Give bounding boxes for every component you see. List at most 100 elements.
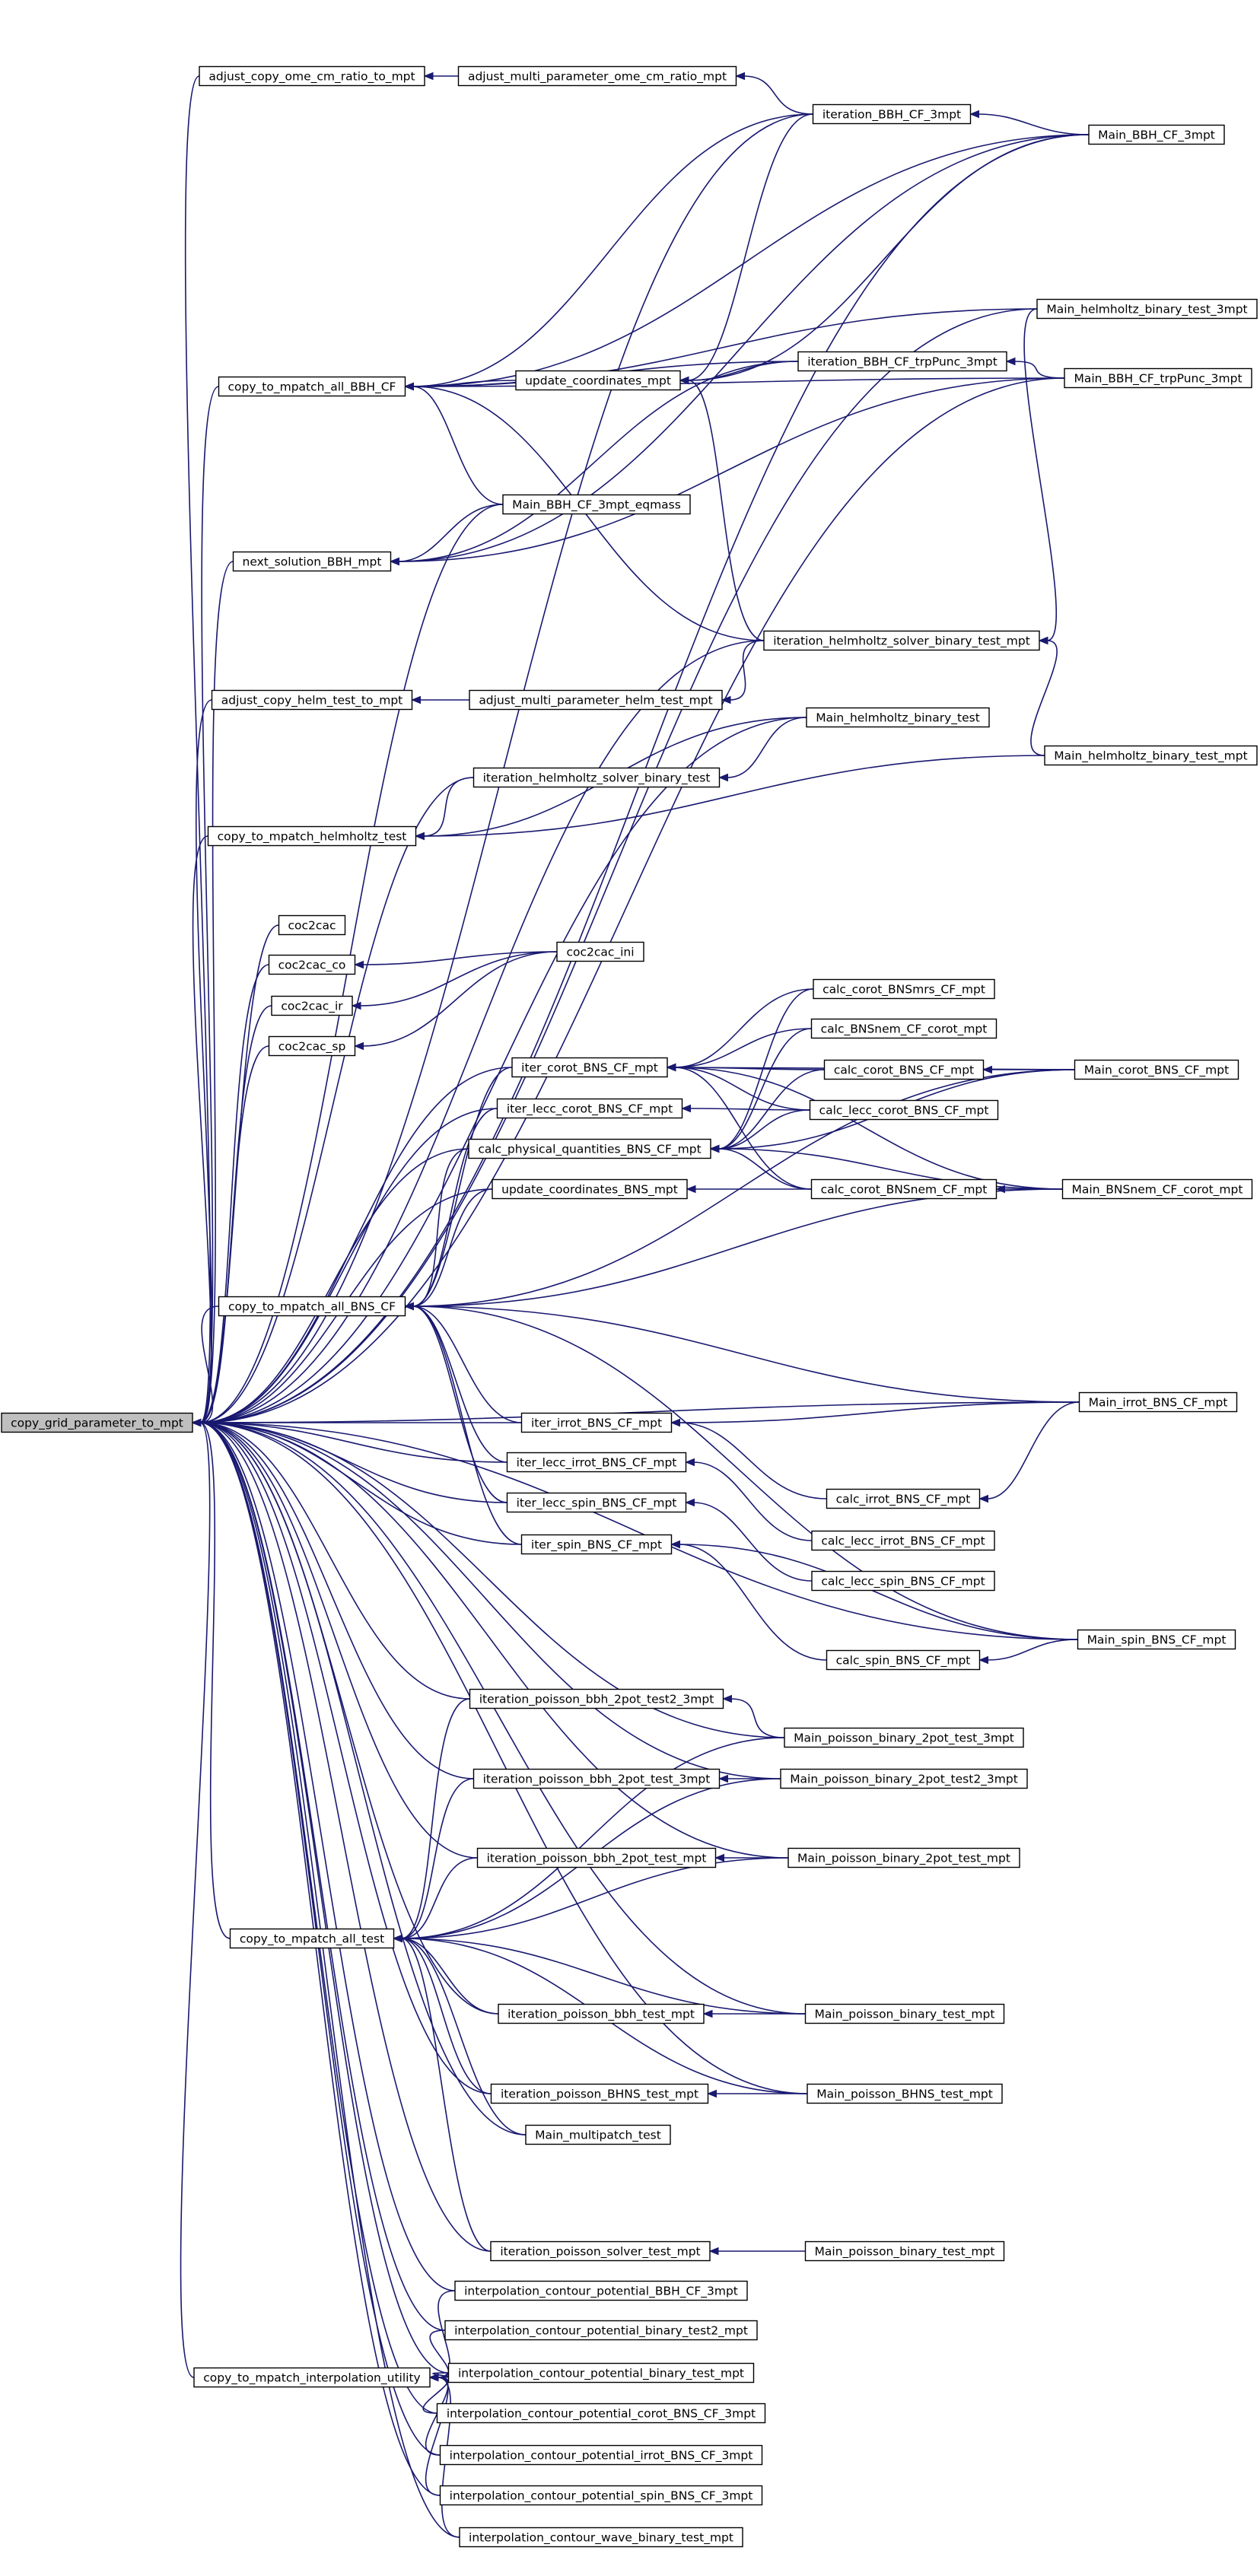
node-main-poisson-binary-2pot-test-mpt[interactable]: Main_poisson_binary_2pot_test_mpt: [788, 1847, 1020, 1868]
call-edge: [679, 1544, 1078, 1640]
node-copy-to-mpatch-all-bbh-cf[interactable]: copy_to_mpatch_all_BBH_CF: [218, 376, 406, 397]
call-edge: [199, 1422, 460, 2538]
node-label: Main_poisson_binary_2pot_test_mpt: [797, 1852, 1010, 1866]
call-edge: [362, 951, 558, 1047]
node-coc2cac-ini[interactable]: coc2cac_ini: [556, 941, 644, 962]
call-edge: [199, 377, 1065, 1423]
node-iter-irrot-bns-cf-mpt[interactable]: iter_irrot_BNS_CF_mpt: [520, 1412, 673, 1433]
node-interpolation-contour-potential-irrot-bns-cf-3mpt[interactable]: interpolation_contour_potential_irrot_BN…: [439, 2444, 763, 2466]
node-main-poisson-binary-test-mpt[interactable]: Main_poisson_binary_test_mpt: [804, 2003, 1005, 2024]
node-interpolation-contour-potential-binary-test2-mpt[interactable]: interpolation_contour_potential_binary_t…: [444, 2320, 758, 2341]
node-iteration-poisson-bbh-2pot-test2-3mpt[interactable]: iteration_poisson_bbh_2pot_test2_3mpt: [469, 1688, 724, 1709]
node-iter-lecc-spin-bns-cf-mpt[interactable]: iter_lecc_spin_BNS_CF_mpt: [506, 1492, 687, 1513]
node-iteration-bbh-cf-trppunc-3mpt[interactable]: iteration_BBH_CF_trpPunc_3mpt: [797, 351, 1007, 372]
node-iteration-helmholtz-solver-binary-test[interactable]: iteration_helmholtz_solver_binary_test: [473, 767, 721, 788]
node-main-bnsnem-cf-corot-mpt[interactable]: Main_BNSnem_CF_corot_mpt: [1061, 1178, 1253, 1200]
node-main-spin-bns-cf-mpt[interactable]: Main_spin_BNS_CF_mpt: [1077, 1629, 1236, 1650]
node-iteration-bbh-cf-3mpt[interactable]: iteration_BBH_CF_3mpt: [812, 103, 972, 125]
node-calc-corot-bnsnem-cf-mpt[interactable]: calc_corot_BNSnem_CF_mpt: [810, 1178, 998, 1200]
node-calc-physical-quantities-bns-cf-mpt[interactable]: calc_physical_quantities_BNS_CF_mpt: [468, 1138, 711, 1159]
node-calc-irrot-bns-cf-mpt[interactable]: calc_irrot_BNS_CF_mpt: [826, 1488, 981, 1509]
node-main-poisson-bhns-test-mpt[interactable]: Main_poisson_BHNS_test_mpt: [807, 2083, 1003, 2104]
node-adjust-copy-ome-cm-ratio-to-mpt[interactable]: adjust_copy_ome_cm_ratio_to_mpt: [199, 65, 425, 87]
node-label: next_solution_BBH_mpt: [243, 555, 382, 570]
node-copy-to-mpatch-all-bns-cf[interactable]: copy_to_mpatch_all_BNS_CF: [218, 1296, 406, 1317]
node-iteration-poisson-bhns-test-mpt[interactable]: iteration_poisson_BHNS_test_mpt: [490, 2083, 709, 2104]
node-update-coordinates-bns-mpt[interactable]: update_coordinates_BNS_mpt: [492, 1178, 688, 1200]
node-main-bbh-cf-3mpt[interactable]: Main_BBH_CF_3mpt: [1088, 124, 1225, 145]
arrow-head: [982, 1065, 992, 1074]
call-edge: [199, 1422, 785, 1738]
call-edge: [359, 951, 558, 1007]
node-coc2cac-ir[interactable]: coc2cac_ir: [271, 995, 353, 1016]
node-interpolation-contour-potential-spin-bns-cf-3mpt[interactable]: interpolation_contour_potential_spin_BNS…: [439, 2485, 763, 2506]
node-calc-corot-bns-cf-mpt[interactable]: calc_corot_BNS_CF_mpt: [823, 1059, 985, 1080]
arrow-head: [735, 72, 745, 81]
node-interpolation-contour-potential-corot-bns-cf-3mpt[interactable]: interpolation_contour_potential_corot_BN…: [436, 2403, 766, 2424]
arrow-head: [404, 1302, 414, 1311]
node-iter-lecc-corot-bns-cf-mpt[interactable]: iter_lecc_corot_BNS_CF_mpt: [496, 1098, 683, 1119]
call-edge: [679, 1401, 1080, 1423]
node-iteration-poisson-bbh-2pot-test-3mpt[interactable]: iteration_poisson_bbh_2pot_test_3mpt: [473, 1768, 721, 1789]
node-main-poisson-binary-test-mpt[interactable]: Main_poisson_binary_test_mpt: [804, 2240, 1005, 2262]
node-box: [473, 767, 721, 788]
node-box: [457, 65, 737, 87]
node-main-bbh-cf-trppunc-3mpt[interactable]: Main_BBH_CF_trpPunc_3mpt: [1064, 367, 1252, 389]
node-main-poisson-binary-2pot-test2-3mpt[interactable]: Main_poisson_binary_2pot_test2_3mpt: [780, 1768, 1028, 1789]
node-main-helmholtz-binary-test[interactable]: Main_helmholtz_binary_test: [806, 707, 990, 728]
node-interpolation-contour-potential-bbh-cf-3mpt[interactable]: interpolation_contour_potential_BBH_CF_3…: [454, 2280, 748, 2301]
node-interpolation-contour-wave-binary-test-mpt[interactable]: interpolation_contour_wave_binary_test_m…: [459, 2527, 743, 2548]
node-copy-to-mpatch-helmholtz-test[interactable]: copy_to_mpatch_helmholtz_test: [207, 825, 417, 847]
node-calc-lecc-irrot-bns-cf-mpt[interactable]: calc_lecc_irrot_BNS_CF_mpt: [811, 1530, 995, 1551]
node-main-multipatch-test[interactable]: Main_multipatch_test: [525, 2124, 671, 2145]
node-adjust-copy-helm-test-to-mpt[interactable]: adjust_copy_helm_test_to_mpt: [211, 689, 413, 711]
call-edge: [401, 1737, 785, 1939]
call-edge: [398, 377, 1065, 562]
node-box: [826, 1488, 981, 1509]
node-next-solution-bbh-mpt[interactable]: next_solution_BBH_mpt: [232, 551, 392, 572]
node-copy-to-mpatch-interpolation-utility[interactable]: copy_to_mpatch_interpolation_utility: [193, 2367, 431, 2388]
node-coc2cac[interactable]: coc2cac: [278, 914, 346, 936]
call-edge: [199, 1422, 508, 1463]
call-edge: [674, 1067, 810, 1111]
node-box: [806, 707, 990, 728]
node-calc-spin-bns-cf-mpt[interactable]: calc_spin_BNS_CF_mpt: [826, 1649, 981, 1671]
node-main-helmholtz-binary-test-mpt[interactable]: Main_helmholtz_binary_test_mpt: [1044, 745, 1258, 766]
node-calc-bnsnem-cf-corot-mpt[interactable]: calc_BNSnem_CF_corot_mpt: [810, 1018, 998, 1039]
node-main-poisson-binary-2pot-test-3mpt[interactable]: Main_poisson_binary_2pot_test_3mpt: [784, 1727, 1024, 1748]
node-label: copy_to_mpatch_all_BBH_CF: [228, 380, 396, 395]
arrow-head: [709, 1144, 720, 1153]
call-edge: [199, 1422, 231, 1939]
node-box: [1, 1412, 193, 1433]
node-coc2cac-co[interactable]: coc2cac_co: [268, 954, 356, 975]
node-main-irrot-bns-cf-mpt[interactable]: Main_irrot_BNS_CF_mpt: [1078, 1391, 1238, 1413]
node-main-corot-bns-cf-mpt[interactable]: Main_corot_BNS_CF_mpt: [1074, 1059, 1239, 1080]
node-interpolation-contour-potential-binary-test-mpt[interactable]: interpolation_contour_potential_binary_t…: [447, 2362, 755, 2384]
node-iteration-poisson-bbh-test-mpt[interactable]: iteration_poisson_bbh_test_mpt: [498, 2003, 705, 2024]
node-iter-spin-bns-cf-mpt[interactable]: iter_spin_BNS_CF_mpt: [520, 1534, 673, 1555]
node-label: copy_to_mpatch_all_BNS_CF: [228, 1300, 396, 1315]
node-iter-lecc-irrot-bns-cf-mpt[interactable]: iter_lecc_irrot_BNS_CF_mpt: [506, 1452, 687, 1473]
call-edge: [184, 75, 212, 1423]
node-copy-to-mpatch-all-test[interactable]: copy_to_mpatch_all_test: [229, 1928, 395, 1949]
call-edge: [425, 2377, 449, 2496]
arrow-head: [390, 557, 399, 566]
node-label: iteration_poisson_bbh_2pot_test2_3mpt: [479, 1693, 714, 1707]
node-update-coordinates-mpt[interactable]: update_coordinates_mpt: [515, 370, 681, 391]
node-calc-lecc-corot-bns-cf-mpt[interactable]: calc_lecc_corot_BNS_CF_mpt: [809, 1099, 999, 1121]
node-label: Main_BBH_CF_3mpt: [1098, 129, 1215, 143]
node-adjust-multi-parameter-ome-cm-ratio-mpt[interactable]: adjust_multi_parameter_ome_cm_ratio_mpt: [457, 65, 737, 87]
node-calc-lecc-spin-bns-cf-mpt[interactable]: calc_lecc_spin_BNS_CF_mpt: [811, 1570, 995, 1592]
node-iteration-poisson-solver-test-mpt[interactable]: iteration_poisson_solver_test_mpt: [490, 2240, 711, 2262]
node-iteration-helmholtz-solver-binary-test-mpt[interactable]: iteration_helmholtz_solver_binary_test_m…: [763, 630, 1040, 651]
node-calc-corot-bnsmrs-cf-mpt[interactable]: calc_corot_BNSmrs_CF_mpt: [813, 978, 995, 1000]
node-iter-corot-bns-cf-mpt[interactable]: iter_corot_BNS_CF_mpt: [511, 1057, 668, 1078]
node-copy-grid-parameter-to-mpt[interactable]: copy_grid_parameter_to_mpt: [1, 1412, 193, 1433]
node-main-bbh-cf-3mpt-eqmass[interactable]: Main_BBH_CF_3mpt_eqmass: [502, 494, 691, 515]
call-edge: [199, 1148, 469, 1423]
node-coc2cac-sp[interactable]: coc2cac_sp: [268, 1035, 356, 1057]
call-edge: [199, 1422, 478, 1859]
node-main-helmholtz-binary-test-3mpt[interactable]: Main_helmholtz_binary_test_3mpt: [1036, 298, 1258, 320]
node-adjust-multi-parameter-helm-test-mpt[interactable]: adjust_multi_parameter_helm_test_mpt: [469, 689, 723, 711]
node-iteration-poisson-bbh-2pot-test-mpt[interactable]: iteration_poisson_bbh_2pot_test_mpt: [476, 1847, 717, 1868]
